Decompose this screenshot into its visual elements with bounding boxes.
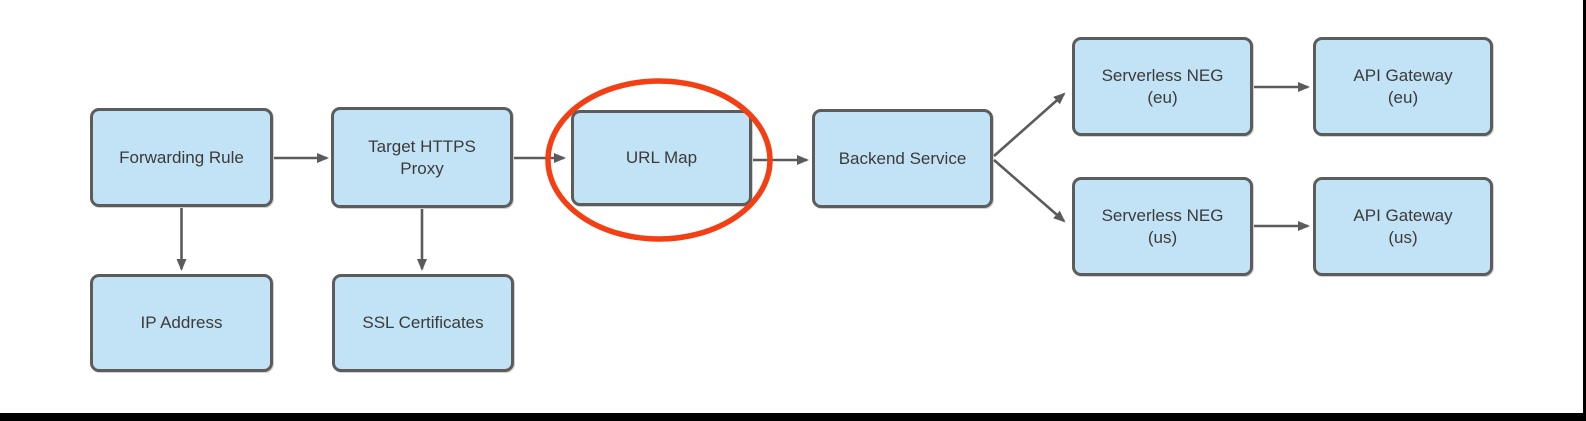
node-label: Forwarding Rule (119, 147, 244, 167)
node-label: SSL Certificates (362, 313, 484, 333)
node-label: URL Map (625, 148, 698, 168)
edge-backendservice-serverlessnegus (993, 159, 1066, 223)
node-label: Serverless NEG (us) (1101, 206, 1224, 247)
screen-edge-right (1583, 0, 1586, 421)
node-api-gateway-us: API Gateway (us) (1313, 177, 1493, 276)
node-label: Serverless NEG (eu) (1101, 66, 1224, 107)
node-serverless-neg-us: Serverless NEG (us) (1072, 177, 1253, 276)
node-backend-service: Backend Service (812, 109, 993, 208)
node-target-https-proxy: Target HTTPS Proxy (331, 107, 513, 208)
node-ssl-certificates: SSL Certificates (332, 274, 514, 372)
node-url-map: URL Map (571, 110, 752, 206)
node-label: Target HTTPS Proxy (368, 137, 476, 178)
edge-backendservice-serverlessnegeu (993, 92, 1066, 157)
node-label: API Gateway (us) (1353, 206, 1453, 247)
node-ip-address: IP Address (90, 274, 273, 372)
screen-edge-bottom (0, 413, 1586, 421)
node-label: Backend Service (838, 148, 967, 168)
node-label: API Gateway (eu) (1353, 66, 1453, 107)
node-serverless-neg-eu: Serverless NEG (eu) (1072, 37, 1253, 136)
node-api-gateway-eu: API Gateway (eu) (1313, 37, 1493, 136)
node-forwarding-rule: Forwarding Rule (90, 108, 273, 207)
node-label: IP Address (140, 313, 223, 333)
